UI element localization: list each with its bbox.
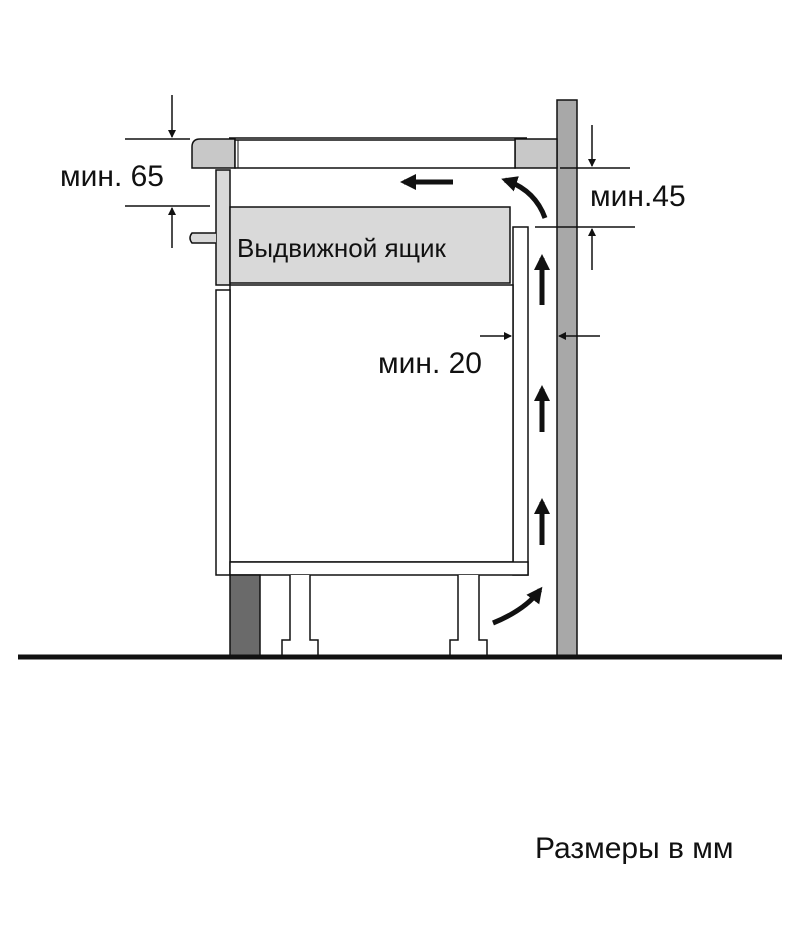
hob-glass (234, 139, 516, 169)
dimension-label-min-20: мин. 20 (378, 347, 482, 380)
airflow-arrows (400, 174, 550, 626)
cabinet-leg (449, 575, 488, 658)
dimension-label-min-45: мин.45 (590, 180, 686, 213)
dimension-label-min-65: мин. 65 (60, 160, 164, 193)
plinth (229, 574, 261, 658)
dimension-min-65 (125, 95, 210, 248)
dimension-min-45 (535, 125, 635, 270)
wall (556, 99, 578, 658)
drawer-label: Выдвижной ящик (237, 233, 446, 263)
units-note: Размеры в мм (535, 832, 734, 865)
cabinet-body (229, 284, 514, 563)
drawer-front (215, 169, 231, 286)
airflow-arrow-icon (501, 176, 548, 219)
drawer-handle (189, 232, 216, 244)
cabinet-rear-panel (512, 226, 529, 576)
airflow-arrow-icon (492, 586, 543, 626)
cabinet-door (215, 289, 231, 576)
cabinet-bottom (229, 561, 529, 576)
worktop (191, 137, 558, 169)
cabinet-leg (281, 575, 319, 658)
drawer-box (229, 206, 511, 284)
